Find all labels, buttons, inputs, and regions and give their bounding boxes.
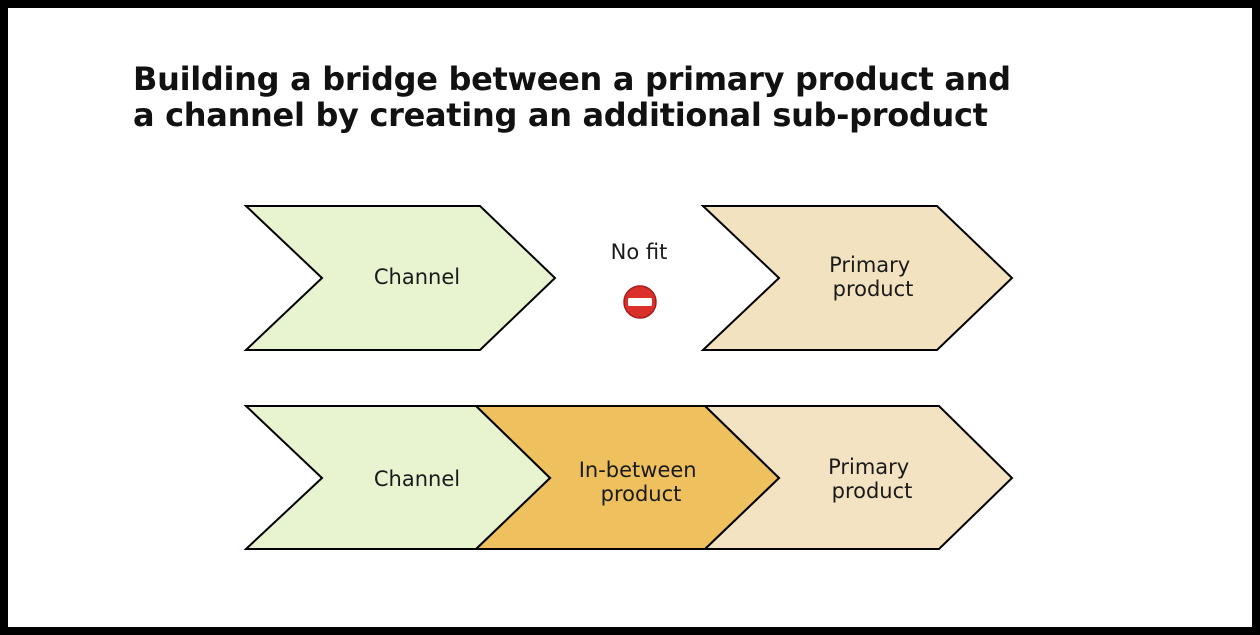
- no-entry-icon: [623, 285, 657, 319]
- no-fit-label: No fit: [611, 240, 668, 264]
- bottom-primary-product-label: Primary product: [828, 455, 916, 503]
- top-row: Channel No fit Primary product: [243, 205, 1014, 351]
- top-primary-product-label: Primary product: [829, 253, 917, 301]
- top-channel-chevron: [243, 205, 557, 351]
- title-line-2: a channel by creating an additional sub-…: [133, 96, 988, 134]
- title-line-1: Building a bridge between a primary prod…: [133, 60, 1011, 98]
- bottom-channel-chevron: [243, 405, 552, 550]
- bottom-channel-label: Channel: [374, 467, 460, 491]
- top-channel-label: Channel: [374, 265, 460, 289]
- top-primary-product-chevron: [700, 205, 1014, 351]
- bottom-in-between-product-label: In-between product: [579, 458, 704, 506]
- diagram-title: Building a bridge between a primary prod…: [133, 61, 1133, 133]
- bottom-row: Channel In-between product Primary produ…: [243, 405, 1014, 550]
